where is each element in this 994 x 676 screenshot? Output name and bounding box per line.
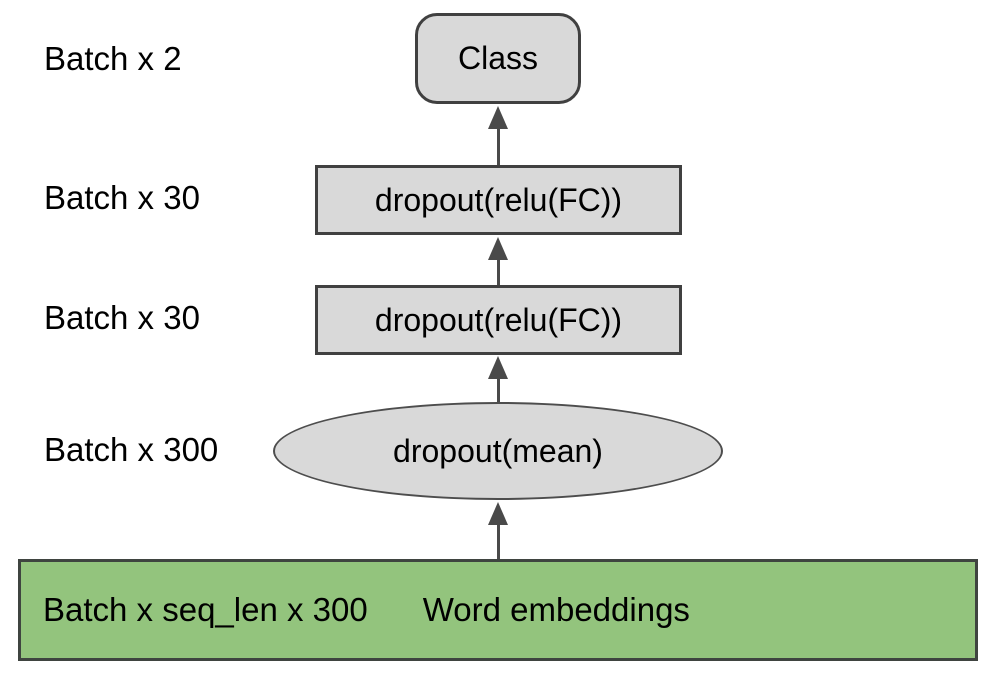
dimension-label-batch-x-30-top: Batch x 30 bbox=[44, 179, 200, 216]
arrow-head-icon bbox=[488, 237, 508, 260]
node-class-output: Class bbox=[415, 13, 581, 104]
node-mean-pooling: dropout(mean) bbox=[273, 402, 723, 500]
node-fc-layer-top-label: dropout(relu(FC)) bbox=[374, 181, 623, 218]
dimension-label-batch-x-300: Batch x 300 bbox=[44, 431, 219, 468]
arrow-head-icon bbox=[488, 502, 508, 525]
node-word-embeddings: Batch x seq_len x 300 Word embeddings bbox=[18, 559, 978, 661]
node-fc-layer-bottom-label: dropout(relu(FC)) bbox=[374, 301, 623, 338]
node-class-output-label: Class bbox=[457, 40, 538, 76]
dimension-label-batch-x-30-bottom: Batch x 30 bbox=[44, 299, 200, 336]
arrow-head-icon bbox=[488, 106, 508, 129]
node-fc-layer-bottom: dropout(relu(FC)) bbox=[315, 285, 682, 355]
arrow-line bbox=[496, 377, 500, 402]
word-embeddings-shape-label: Batch x seq_len x 300 bbox=[43, 591, 368, 628]
node-mean-pooling-label: dropout(mean) bbox=[393, 432, 603, 469]
arrow-line bbox=[496, 523, 500, 559]
arrow-line bbox=[496, 127, 500, 165]
arrow-up-icon-embeddings-to-mean bbox=[488, 502, 508, 559]
arrow-up-icon-fc-bottom-to-fc-top bbox=[488, 237, 508, 285]
dimension-label-batch-x-2: Batch x 2 bbox=[44, 40, 182, 77]
arrow-up-icon-fc-top-to-class bbox=[488, 106, 508, 165]
word-embeddings-name-label: Word embeddings bbox=[422, 591, 690, 628]
arrow-line bbox=[496, 258, 500, 285]
arrow-head-icon bbox=[488, 356, 508, 379]
arrow-up-icon-mean-to-fc-bottom bbox=[488, 356, 508, 402]
node-fc-layer-top: dropout(relu(FC)) bbox=[315, 165, 682, 235]
